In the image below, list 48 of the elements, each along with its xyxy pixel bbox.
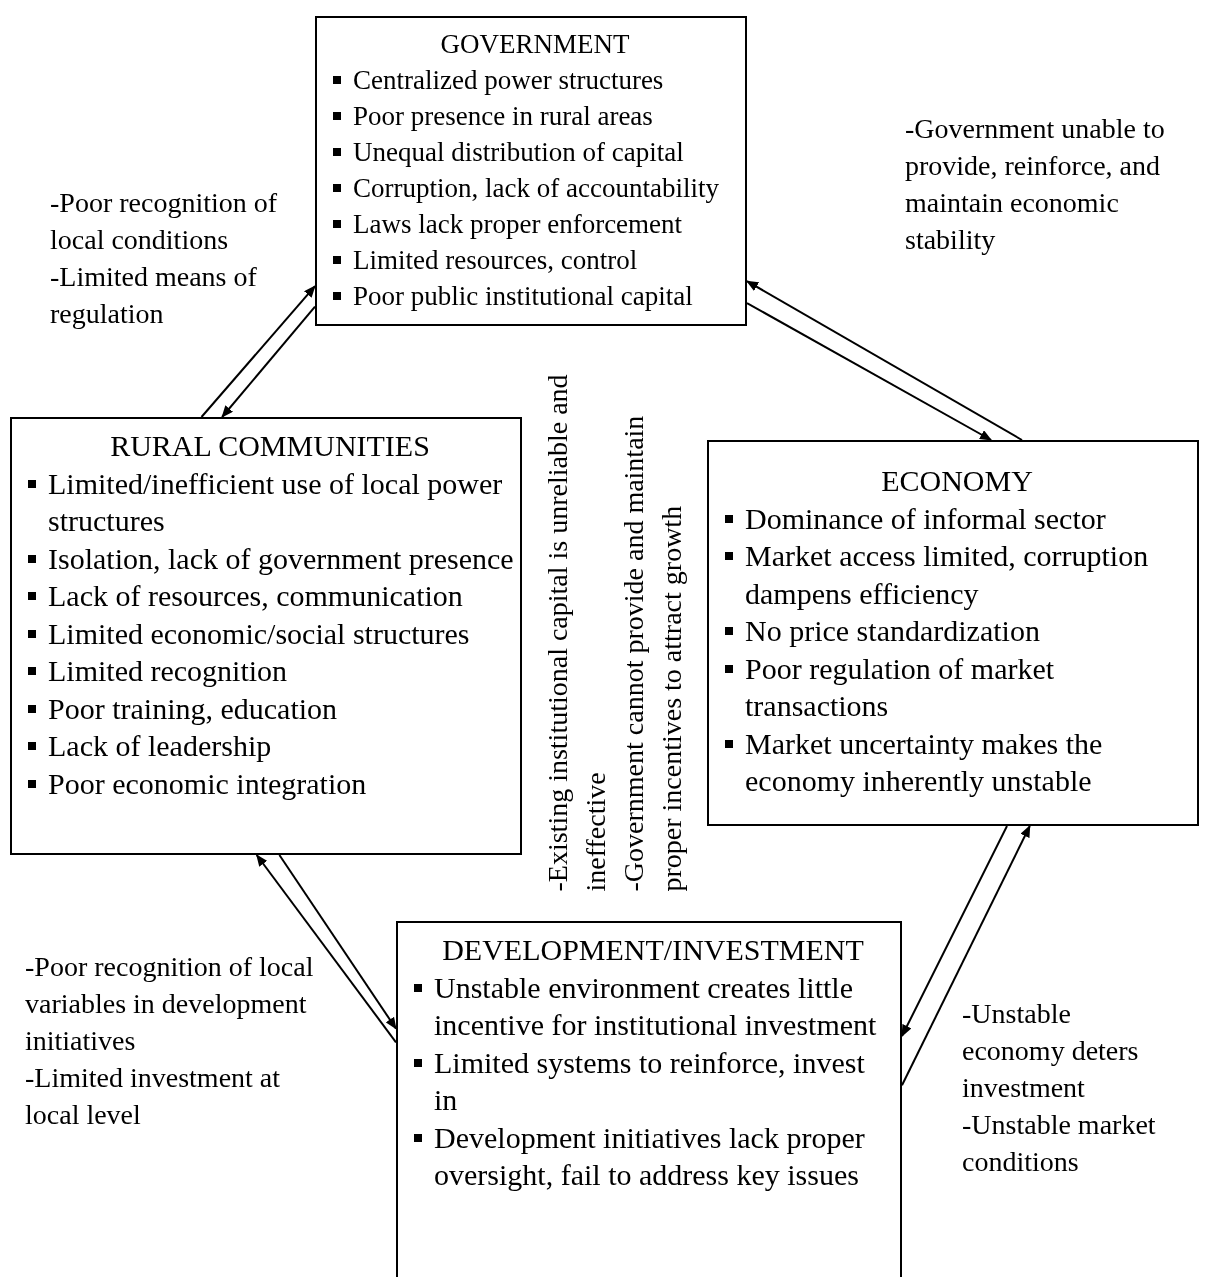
bullet-text: Unstable environment creates little incentive for institutional investment — [434, 970, 877, 1041]
arrow — [255, 854, 397, 1044]
bullet-text: Poor public institutional capital — [353, 281, 693, 311]
bullet-text: Poor training, education — [48, 691, 338, 725]
vertical-note: -Government cannot provide and maintain proper incentives to attract growth — [616, 414, 688, 892]
note-text: -Limited investment at local level — [25, 1061, 282, 1132]
arrow — [278, 854, 397, 1030]
arrow — [200, 285, 316, 418]
vertical-note: -Existing institutional capital is unreliable and ineffective — [540, 373, 612, 892]
text-box — [707, 440, 1199, 826]
bullet-text: No price standardization — [745, 614, 1040, 647]
bullet-text: Isolation, lack of government presence — [48, 541, 514, 575]
bullet-text: Lack of resources, communication — [48, 579, 463, 612]
bullet-text: Laws lack proper enforcement — [353, 209, 683, 239]
bullet-text: Corruption, lack of accountability — [353, 173, 719, 203]
bullet-text: Unequal distribution of capital — [353, 137, 684, 167]
arrow — [221, 305, 316, 418]
text-box — [315, 16, 747, 326]
note-text: -Poor recognition of local conditions — [50, 186, 279, 257]
arrow — [901, 825, 1008, 1037]
bullet-text: Market uncertainty makes the economy inherently unstable — [745, 726, 1103, 797]
box-heading: RURAL COMMUNITIES — [109, 428, 431, 464]
text-box — [396, 921, 902, 1277]
note-text: -Poor recognition of local variables in development initiatives — [25, 950, 315, 1058]
bullet-text: Lack of leadership — [48, 729, 272, 762]
note-text: -Government unable to provide, reinforce, and maintain economic stability — [905, 112, 1166, 257]
box-heading: ECONOMY — [880, 463, 1034, 499]
bullet-text: Poor economic integration — [48, 766, 367, 800]
bullet-text: Poor presence in rural areas — [353, 101, 653, 131]
bullet-text: Limited resources, control — [353, 245, 638, 275]
bullet-text: Dominance of informal sector — [745, 501, 1106, 535]
text-box — [10, 417, 522, 855]
box-heading: DEVELOPMENT/INVESTMENT — [441, 932, 865, 968]
box-heading: GOVERNMENT — [439, 28, 631, 61]
note-text: -Limited means of regulation — [50, 260, 258, 331]
bullet-text: Development initiatives lack proper oversight, fail to address key issues — [434, 1120, 865, 1191]
arrow — [901, 825, 1031, 1087]
bullet-text: Limited systems to reinforce, invest in — [434, 1045, 865, 1116]
bullet-text: Market access limited, corruption dampens efficiency — [745, 539, 1149, 610]
arrow — [746, 280, 1023, 441]
bullet-text: Limited recognition — [48, 654, 288, 687]
note-text: -Unstable economy deters investment — [962, 997, 1140, 1105]
note-text: -Unstable market conditions — [962, 1108, 1157, 1179]
arrow — [746, 302, 993, 441]
bullet-text: Poor regulation of market transactions — [745, 651, 1055, 722]
bullet-text: Centralized power structures — [353, 65, 664, 95]
bullet-text: Limited economic/social structures — [48, 616, 470, 650]
bullet-text: Limited/inefficient use of local power structures — [48, 466, 503, 537]
